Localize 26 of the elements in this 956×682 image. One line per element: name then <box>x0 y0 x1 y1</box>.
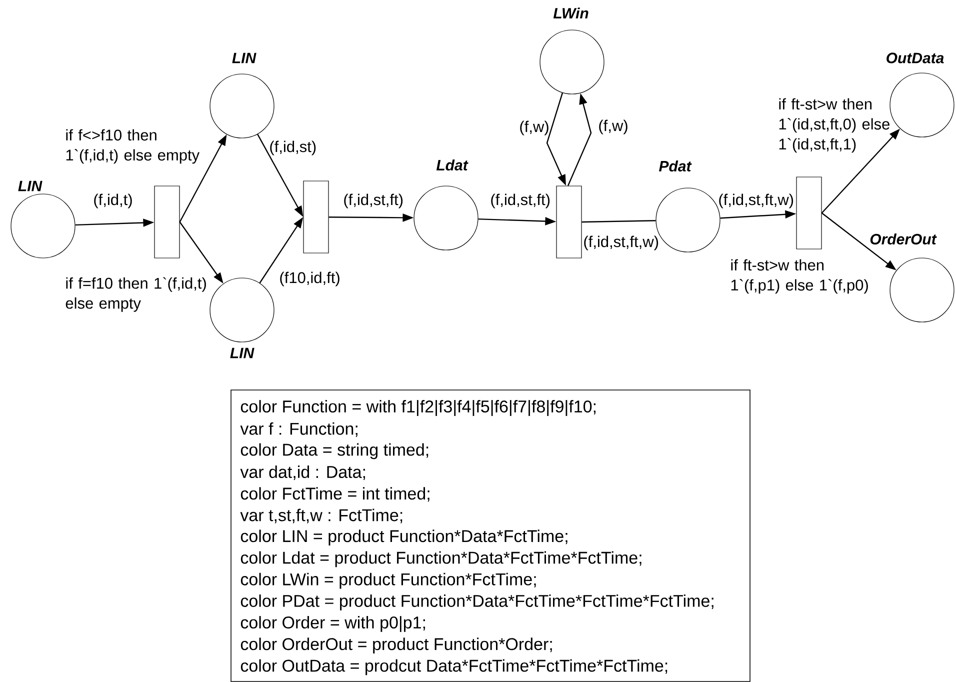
place-name: OrderOut <box>870 233 937 244</box>
place-name: LIN <box>230 348 254 358</box>
edge-label: (f,id,st) <box>270 140 316 156</box>
place-name: LIN <box>18 180 42 192</box>
transition-box <box>154 186 180 258</box>
edge-label: (f,w) <box>599 120 628 134</box>
place-name: OutData <box>886 52 944 64</box>
edge-label: if ft-st>w then 1`(id,st,ft,0) else 1`(id,st,ft,1) <box>779 98 890 153</box>
edge-label: (f,w) <box>520 120 548 136</box>
edge-label: (f,id,st,ft,w) <box>719 194 794 208</box>
edge-label: (f,id,st,ft,w) <box>584 236 658 250</box>
place-name: Pdat <box>659 160 692 172</box>
transition-box <box>303 180 329 254</box>
edge-label: if f<>f10 then 1`(f,id,t) else empty <box>66 129 200 164</box>
edge-label: if ft-st>w then 1`(f,p1) else 1`(f,p0) <box>731 259 868 294</box>
transition-box <box>796 176 822 250</box>
place-name: Ldat <box>436 159 468 170</box>
edge-label: (f,id,st,ft) <box>344 194 403 208</box>
edge-label: if f=f10 then 1`(f,id,t) else empty <box>66 277 206 312</box>
place-name: LIN <box>232 52 256 64</box>
edge-label: (f10,id,ft) <box>280 272 340 286</box>
edge-label: (f,id,t) <box>94 194 132 208</box>
declaration-box: color Function = with f1|f2|f3|f4|f5|f6|f7|f8|f9|f10; var f : Function; color Data = string timed; var dat,id : Data; color FctTime = int timed; var t,st,ft,w : FctTime; color LIN = product Function*Data*FctTime; color Ldat = product Function*Data*FctTime*FctTime; color LWin = product Function*FctTime; color PDat = product Function*Data*FctTime*FctTime*FctTime; color Order = with p0|p1; color OrderOut = product Function*Order; color OutData = prodcut Data*FctTime*FctTime*FctTime; <box>230 390 750 682</box>
edge-label: (f,id,st,ft) <box>491 194 550 208</box>
place-name: LWin <box>553 8 588 18</box>
transition-box <box>556 186 582 258</box>
